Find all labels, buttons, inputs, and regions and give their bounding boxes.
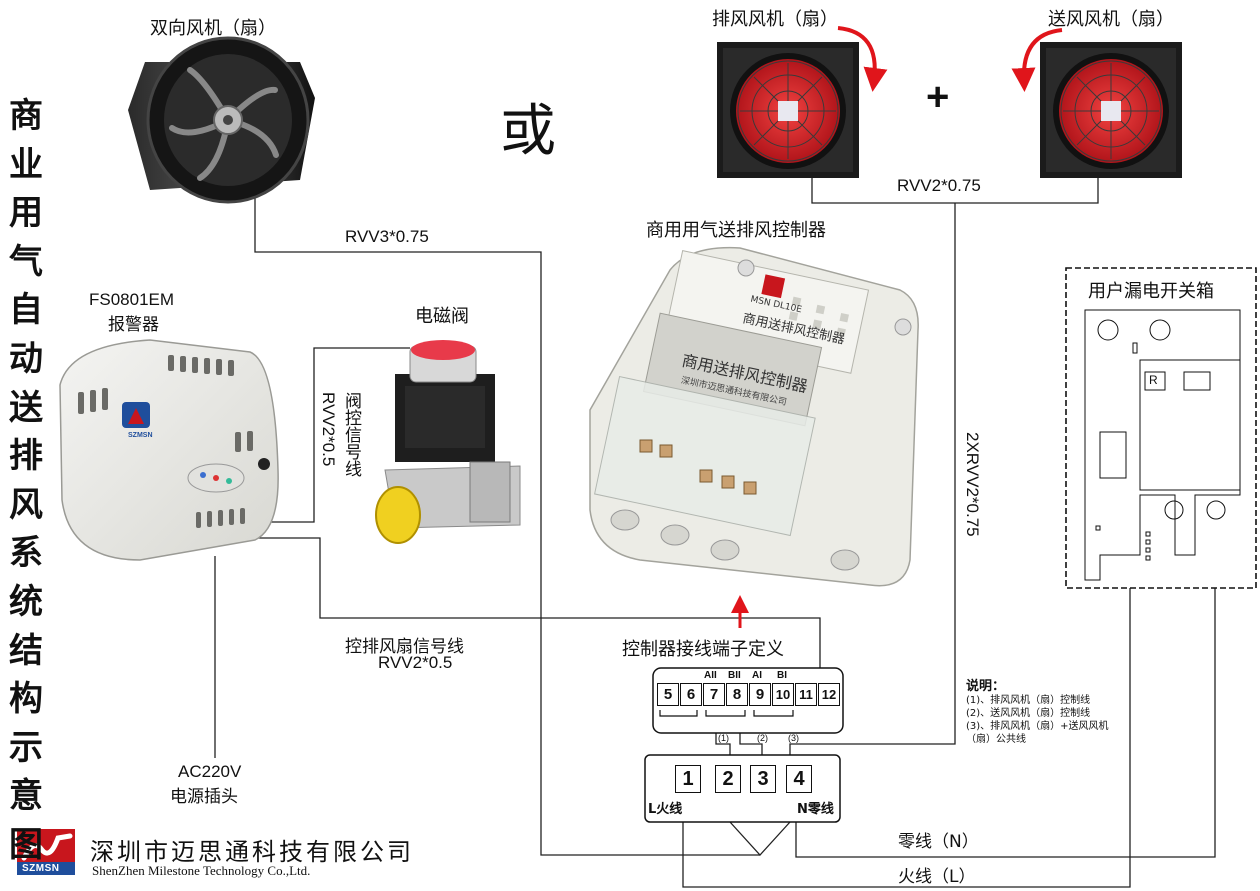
exhaust-fan-image [717,26,888,178]
note-item-1: (1)、排风风机（扇）控制线 [966,695,1091,706]
notes-block: 说明： (1)、排风风机（扇）控制线 (2)、送风风机（扇）控制线 (3)、排风… [966,680,1126,746]
wire-live [682,588,1131,888]
rvv2-075-label: RVV2*0.75 [897,176,981,195]
terminal-tag-10: BI [777,670,787,681]
terminal-8: 8 [726,683,748,706]
cable-2xrvv-label: 2XRVV2*0.75 [963,432,982,537]
supply-fan-label: 送风风机（扇） [1048,9,1174,30]
breaker-r-label: R [1149,373,1158,387]
terminal-5: 5 [657,683,679,706]
terminal-12: 12 [818,683,840,706]
leakage-breaker-drawing [1084,309,1241,581]
or-label: 或 [500,99,556,164]
leakage-box-frame [1065,267,1257,589]
company-logo [17,829,75,875]
valve-label: 电磁阀 [415,306,469,327]
wire-neutral [795,588,1216,858]
terminal-9: 9 [749,683,771,706]
fan-signal-cable-label: RVV2*0.5 [378,653,453,672]
terminal-tag-9: AI [752,670,762,681]
power-line2-label: 电源插头 [170,787,238,807]
exhaust-fan-label: 排风风机（扇） [712,9,838,30]
gas-alarm-image [59,339,279,561]
bidirectional-fan-label: 双向风机（扇） [150,18,276,39]
wire-2xrvv [789,203,956,762]
terminal-4: 4 [786,765,812,793]
alarm-name-label: 报警器 [108,315,159,335]
logo-text: SZMSN [22,863,60,874]
bidirectional-fan-image [128,36,315,204]
note-item-3: (3)、排风风机（扇）+送风风机（扇）公共线 [966,721,1109,745]
n-neutral-label: N零线 [797,802,834,817]
company-name-cn: 深圳市迈思通科技有限公司 [90,838,414,866]
controller-device-image [589,246,919,628]
l-live-label: L火线 [648,802,683,817]
rvv3-075-label: RVV3*0.75 [345,227,429,246]
power-line1-label: AC220V [178,762,242,781]
wire-mark-2-label: (2) [757,733,768,743]
terminal-7: 7 [703,683,725,706]
company-name-en: ShenZhen Milestone Technology Co.,Ltd. [92,863,311,878]
terminal-2: 2 [715,765,741,793]
terminal-tag-8: BII [728,670,741,681]
fan-signal-label: 控排风扇信号线 [345,637,464,657]
controller-label: 商用用气送排风控制器 [646,220,826,241]
note-item-2: (2)、送风风机（扇）控制线 [966,708,1091,719]
alarm-brand-text: SZMSN [128,432,153,439]
wire-mark-1-label: (1) [718,733,729,743]
terminal-6: 6 [680,683,702,706]
valve-signal-label: 阀控信号线 [341,392,361,477]
terminal-10: 10 [772,683,794,706]
terminal-3: 3 [750,765,776,793]
leakage-box-label: 用户漏电开关箱 [1088,281,1214,302]
supply-fan-image [1011,28,1182,178]
alarm-model-label: FS0801EM [89,290,175,309]
valve-cable-label: RVV2*0.5 [319,392,338,467]
plus-sign: + [926,75,950,119]
breaker-r-box [1144,371,1166,391]
notes-heading: 说明： [966,679,1006,694]
terminal-def-label: 控制器接线端子定义 [622,639,784,660]
solenoid-valve-image [375,340,521,544]
wire-fan-signal [240,537,821,668]
wire-rvv3 [254,190,760,856]
wire-junction [729,821,791,856]
neutral-label: 零线（N） [898,832,979,852]
terminal-1: 1 [675,765,701,793]
wire-valve [262,347,410,523]
wiring [214,178,1216,888]
wire-mark-3-label: (3) [788,733,799,743]
terminal-tag-7: AII [704,670,717,681]
live-label: 火线（L） [898,867,976,887]
terminal-11: 11 [795,683,817,706]
diagram-title: 商业用气自动送排风系统结构示意图 [9,96,43,865]
